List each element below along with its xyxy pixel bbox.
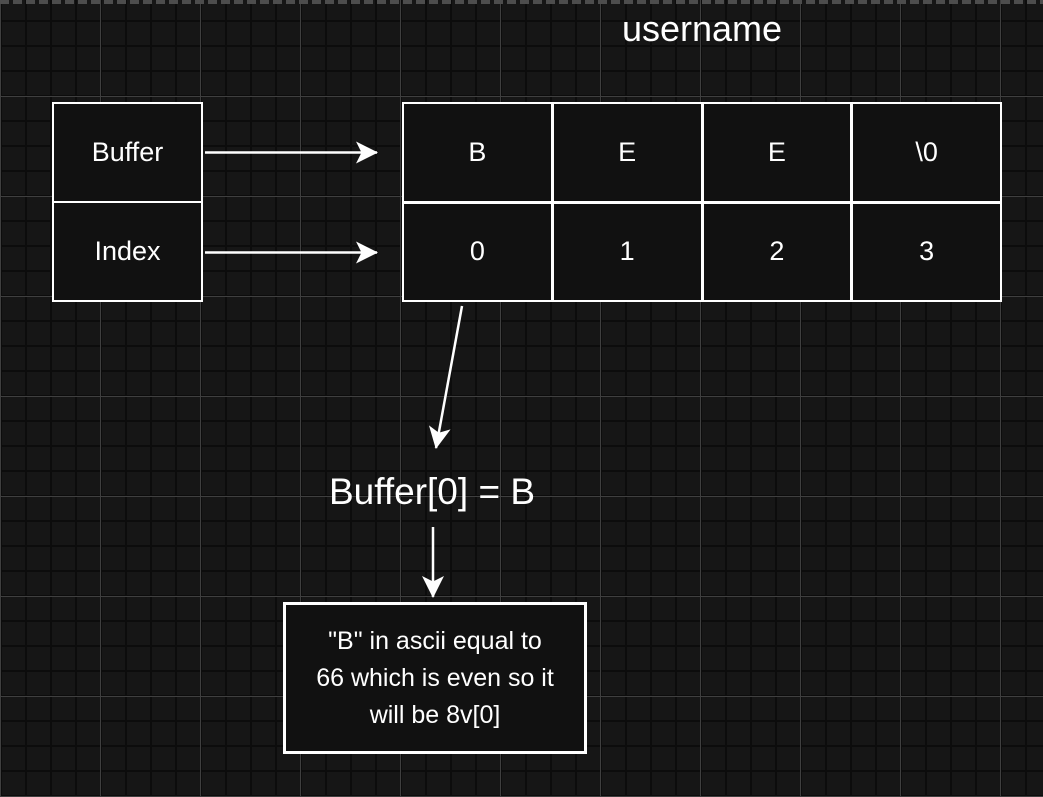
annotation-text[interactable]: Buffer[0] = B <box>328 471 536 512</box>
array-index-cell-1[interactable]: 1 <box>553 203 701 300</box>
note-line-2: 66 which is even so it <box>316 663 554 692</box>
array-char-cell-2[interactable]: E <box>703 104 851 201</box>
diagram-title[interactable]: username <box>621 8 783 49</box>
char-array-table[interactable]: B E E \0 0 1 2 3 <box>402 102 1002 302</box>
array-char-cell-0[interactable]: B <box>404 104 551 201</box>
note-box[interactable]: "B" in ascii equal to 66 which is even s… <box>283 602 587 754</box>
legend-index-cell[interactable]: Index <box>54 203 201 300</box>
array-index-cell-0[interactable]: 0 <box>404 203 551 300</box>
legend-buffer-cell[interactable]: Buffer <box>54 104 201 201</box>
legend-table[interactable]: Buffer Index <box>52 102 203 302</box>
note-line-1: "B" in ascii equal to <box>328 626 542 655</box>
arrow-array-to-annotation[interactable] <box>428 305 464 449</box>
array-index-cell-3[interactable]: 3 <box>853 203 1000 300</box>
array-char-cell-1[interactable]: E <box>553 104 701 201</box>
page-break-dashed-line <box>0 0 1043 4</box>
note-line-3: will be 8v[0] <box>369 700 501 729</box>
array-char-cell-3[interactable]: \0 <box>853 104 1000 201</box>
array-index-cell-2[interactable]: 2 <box>703 203 851 300</box>
